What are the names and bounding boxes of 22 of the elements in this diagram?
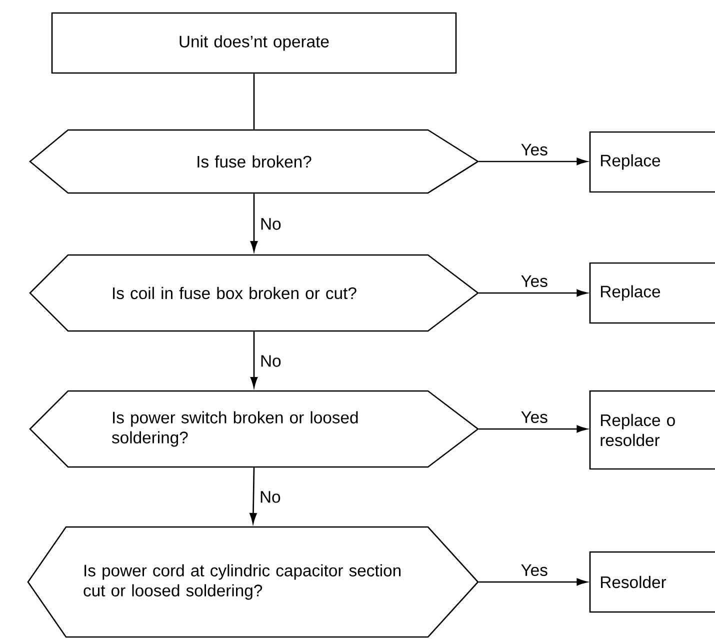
action-box: Resolder [589,551,715,613]
edge-label: Yes [521,275,548,287]
process-box: Unit does’nt operate [51,12,457,74]
decision-hexagon: Is power switch broken or loosed soldering? [29,390,480,468]
edge-label: No [261,218,281,230]
action-box: Replace [589,262,715,324]
edge-label: Yes [521,564,548,576]
arrow [478,578,588,586]
arrow [250,194,258,252]
action-box: Replace [589,131,715,193]
edge-label: Yes [521,144,548,156]
edge-label: Yes [521,411,548,423]
arrow [478,158,588,166]
decision-hexagon: Is coil in fuse box broken or cut? [29,254,480,332]
edge-label: No [260,491,280,503]
decision-hexagon: Is power cord at cylindric capacitor section cut or loosed soldering? [27,526,479,638]
arrow [250,468,257,524]
action-box: Replace o resolder [589,390,715,470]
arrow [250,332,258,388]
arrow [478,289,588,297]
edge-label: No [261,355,281,367]
arrow [478,425,588,433]
